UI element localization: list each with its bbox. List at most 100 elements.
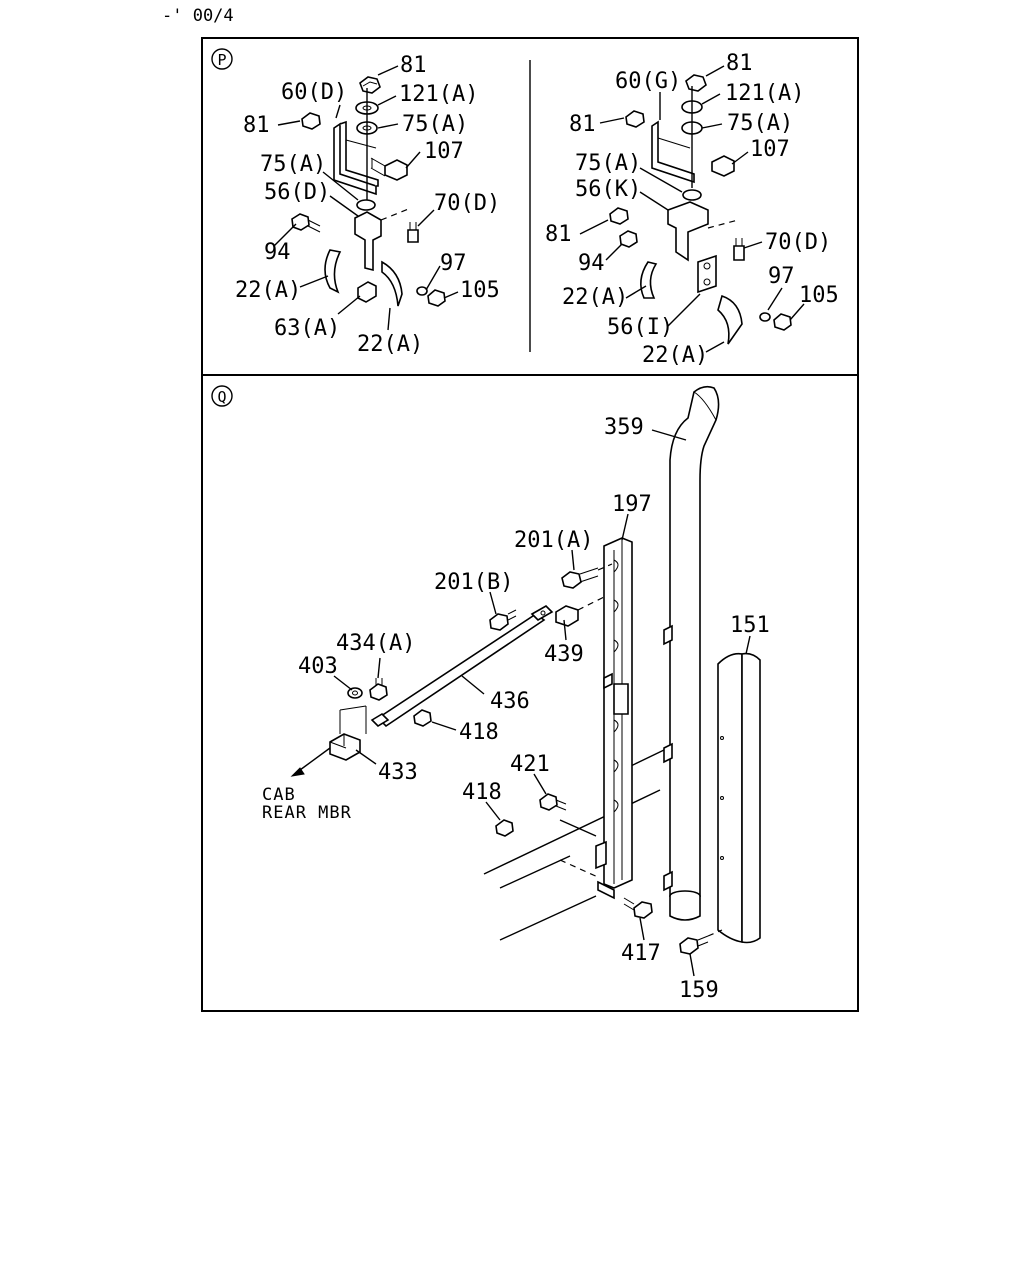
label: 81	[243, 113, 270, 138]
label: 439	[544, 642, 584, 667]
label: 75(A)	[402, 112, 468, 137]
bolt-94-right	[619, 230, 638, 248]
label: 22(A)	[562, 285, 628, 310]
collar-439	[555, 595, 607, 627]
bracket-56d	[354, 207, 412, 272]
bolt-201a	[561, 563, 613, 589]
bolt-434a	[369, 678, 388, 701]
label: 75(A)	[260, 152, 326, 177]
label: 22(A)	[235, 278, 301, 303]
label: 436	[490, 689, 530, 714]
label: 105	[460, 278, 500, 303]
mount-433	[329, 705, 367, 761]
clamp-22a-right-a	[640, 261, 658, 299]
label: 105	[799, 283, 839, 308]
cab-label-line2: REAR MBR	[262, 803, 352, 823]
label: 121(A)	[399, 82, 478, 107]
stay-rod-436	[370, 605, 554, 728]
panel-p-left-labels: 81 60(D) 121(A) 81 75(A) 75(A) 107 56(D)…	[235, 53, 500, 357]
spacer-63a	[357, 281, 377, 303]
panel-q-leaders	[333, 429, 751, 977]
label: 75(A)	[575, 151, 641, 176]
label: 56(I)	[607, 315, 673, 340]
label: 94	[264, 240, 291, 265]
label: 22(A)	[642, 343, 708, 368]
bolt-107-left	[370, 157, 408, 181]
washer-97-right	[759, 312, 771, 322]
label: 81	[726, 51, 753, 76]
svg-text:Q: Q	[217, 388, 226, 406]
bolt-159	[679, 929, 723, 955]
bolt-421	[539, 793, 567, 811]
bolt-417	[623, 897, 653, 919]
panel-p-left-assembly	[291, 76, 446, 307]
label: 434(A)	[336, 631, 415, 656]
label: 417	[621, 941, 661, 966]
panel-p-right-labels: 81 60(G) 121(A) 81 75(A) 107 75(A) 56(K)…	[545, 51, 839, 368]
bracket-56k	[667, 201, 739, 262]
label: 201(A)	[514, 528, 593, 553]
bracket-56i	[697, 254, 717, 294]
label: 121(A)	[725, 81, 804, 106]
heat-shield-151	[717, 652, 761, 944]
label: 197	[612, 492, 652, 517]
header-ref: -' 00/4	[162, 6, 234, 26]
panel-q-labels: 359 197 201(A) 201(B) 151 439 434(A) 403…	[262, 415, 770, 1003]
panel-p-right-assembly	[609, 74, 792, 345]
label: 94	[578, 251, 605, 276]
label: 201(B)	[434, 570, 513, 595]
label: 418	[459, 720, 499, 745]
label: 70(D)	[434, 191, 500, 216]
bracket-60g	[651, 120, 695, 184]
label: 81	[400, 53, 427, 78]
exhaust-pipe-359	[663, 385, 720, 921]
label: 159	[679, 978, 719, 1003]
clamp-22a-left-a	[324, 249, 342, 294]
label: 418	[462, 780, 502, 805]
bolt-70d-right	[733, 238, 745, 261]
label: 359	[604, 415, 644, 440]
label: 107	[750, 137, 790, 162]
diagram-frame	[201, 37, 859, 1012]
panel-q-marker: Q	[211, 385, 233, 407]
label: 60(G)	[615, 69, 681, 94]
label: 433	[378, 760, 418, 785]
label: 56(K)	[575, 177, 641, 202]
cab-direction-arrow	[290, 747, 331, 777]
panel-p-left-leaders	[273, 65, 459, 331]
nut-105-right	[773, 313, 792, 331]
label: 56(D)	[264, 180, 330, 205]
clamp-22a-left-b	[381, 260, 403, 307]
panel-p: P	[211, 48, 839, 368]
label: 63(A)	[274, 316, 340, 341]
label: 151	[730, 613, 770, 638]
nut-81-top-left	[359, 76, 381, 94]
washer-403	[347, 687, 363, 699]
nut-81-side-left	[301, 112, 321, 130]
nut-418-upper	[413, 709, 432, 727]
bolt-70d-left	[407, 222, 419, 243]
label: 60(D)	[281, 80, 347, 105]
label: 403	[298, 654, 338, 679]
bracket-197	[595, 537, 633, 900]
svg-text:P: P	[217, 51, 226, 69]
bolt-94-left	[291, 213, 321, 233]
label: 97	[440, 251, 467, 276]
panel-q: Q	[211, 385, 770, 1003]
bolt-201b	[489, 609, 517, 631]
nut-418-lower	[495, 819, 514, 837]
washer-75a-lower-right	[682, 189, 702, 201]
bolt-107-right	[711, 155, 735, 177]
panel-p-marker: P	[211, 48, 233, 70]
cab-label-line1: CAB	[262, 785, 296, 805]
washer-75a-lower-left	[356, 199, 376, 211]
nut-81-mid-right	[609, 207, 629, 225]
label: 97	[768, 264, 795, 289]
label: 81	[569, 112, 596, 137]
washer-97-left	[416, 286, 428, 296]
nut-105-left	[427, 289, 446, 307]
label: 75(A)	[727, 111, 793, 136]
panel-p-right-leaders	[579, 65, 805, 353]
